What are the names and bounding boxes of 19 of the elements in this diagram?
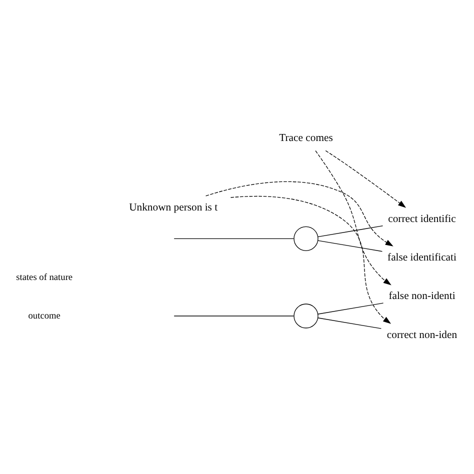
node-text: correct identific <box>388 214 456 225</box>
node-circle <box>294 304 318 328</box>
node-text: Unknown person is t <box>129 202 218 214</box>
arrow <box>230 196 392 324</box>
label: outcome <box>28 311 60 322</box>
connector <box>318 240 383 252</box>
node-circle <box>294 226 318 251</box>
label: states of nature <box>16 272 73 283</box>
node-text: correct non-iden <box>386 330 458 341</box>
node-text: false non-identi <box>388 291 456 302</box>
connector <box>174 238 294 239</box>
node-text: Trace comes <box>279 133 333 144</box>
arrow <box>205 181 394 246</box>
connector <box>318 226 384 238</box>
node-text: false identificati <box>388 252 456 264</box>
arrow <box>325 150 406 208</box>
connector <box>318 302 384 314</box>
connector <box>318 318 382 329</box>
arrow <box>315 150 392 286</box>
